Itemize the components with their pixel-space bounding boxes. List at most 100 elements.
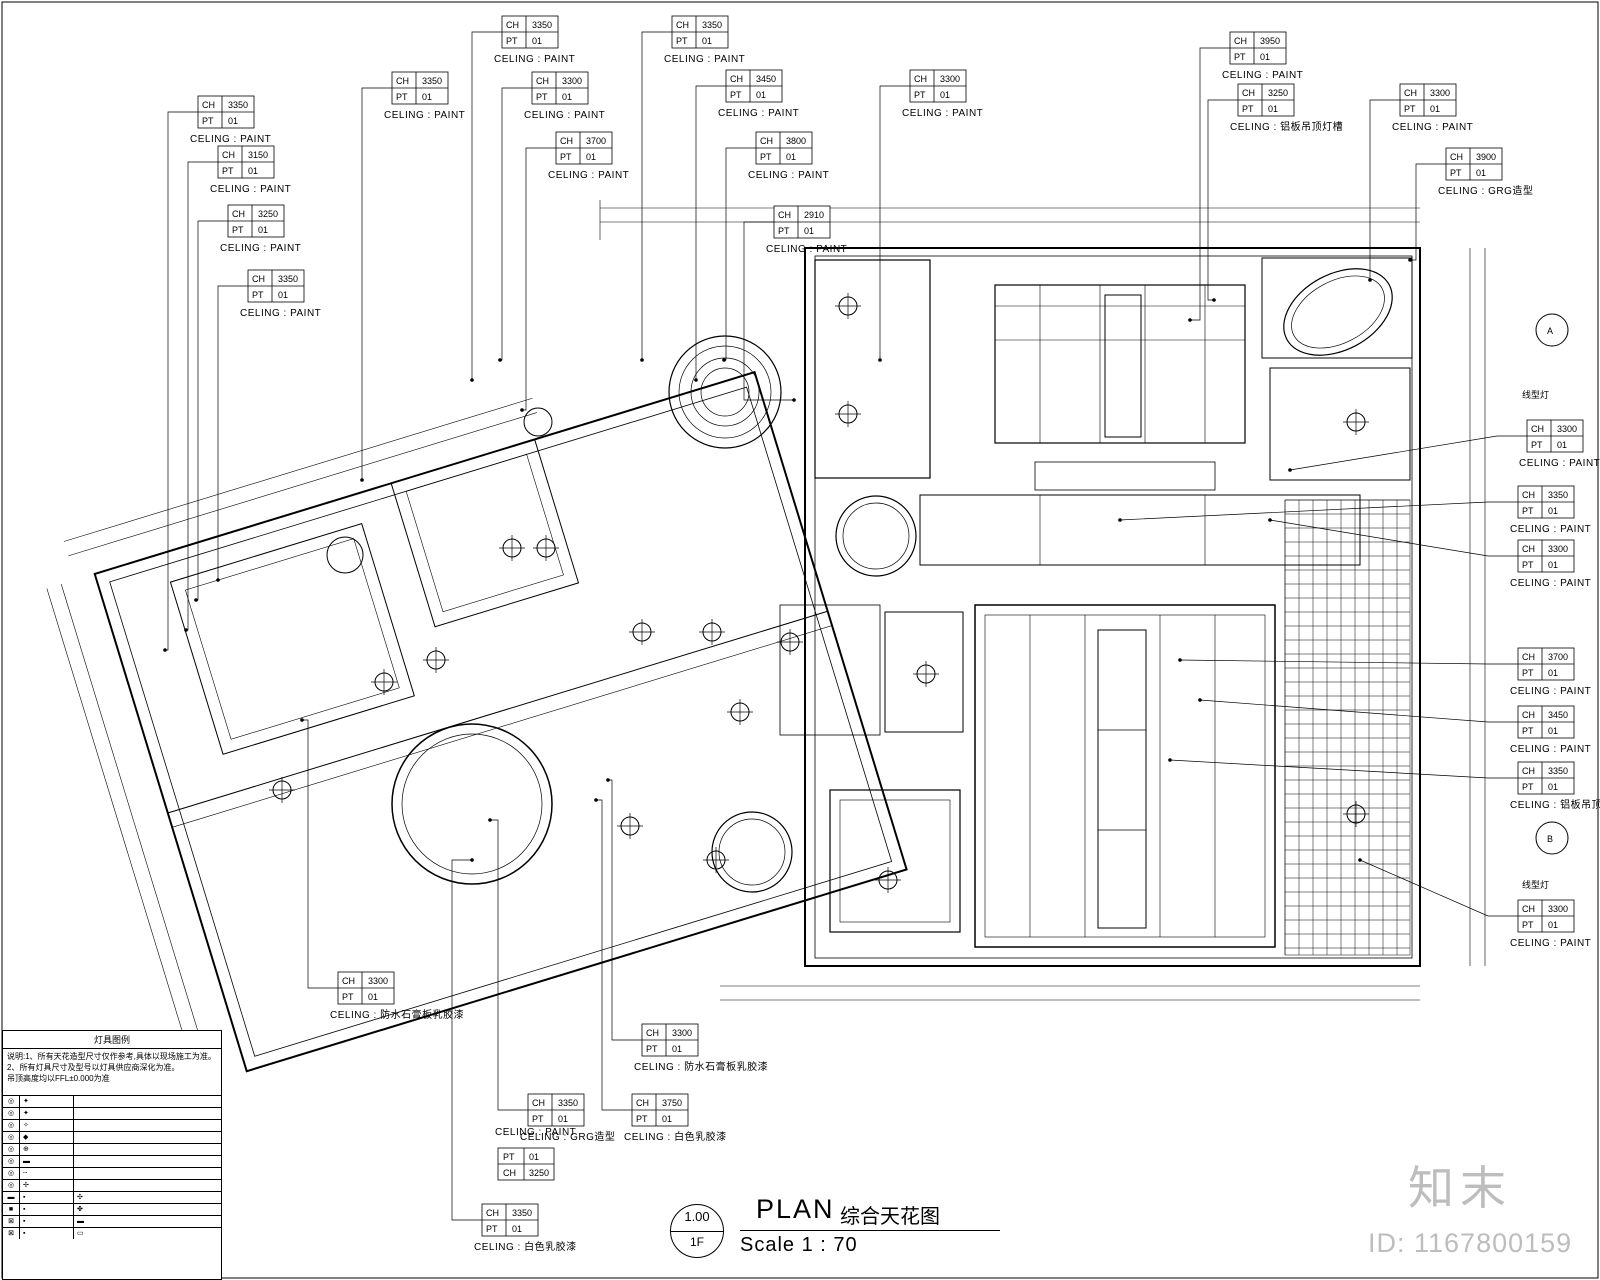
tag-ch-label: CH [914,74,927,84]
tag-caption: CELING : PAINT [766,244,847,255]
stack-pt-label: PT [503,1152,515,1162]
tag-caption: CELING : PAINT [1510,578,1591,589]
tag-pt-label: PT [778,226,790,236]
tag-ch-value: 3350 [1548,766,1568,776]
tag-ch-value: 3300 [368,976,388,986]
tag-pt-label: PT [560,152,572,162]
tag-pt-label: PT [676,36,688,46]
tag-ch-label: CH [1234,36,1247,46]
tag-caption: CELING : PAINT [902,108,983,119]
tag-caption: CELING : PAINT [190,134,271,145]
tag-pt-label: PT [730,90,742,100]
tag-pt-label: PT [1522,920,1534,930]
tag-ch-label: CH [560,136,573,146]
tag-caption: CELING : PAINT [1510,938,1591,949]
tag-pt-value: 01 [512,1224,522,1234]
tag-caption: CELING : PAINT [1519,458,1600,469]
tag-ch-value: 3350 [558,1098,578,1108]
downlight-icon [371,669,397,695]
plan-word: PLAN [756,1194,835,1224]
tag-pt-label: PT [232,225,244,235]
tag-pt-value: 01 [1548,726,1558,736]
downlight-icon [533,535,559,561]
legend-note-2: 2、所有灯具尺寸及型号以灯具供应商深化为准。 [7,1063,180,1072]
tag-pt-label: PT [486,1224,498,1234]
tag-caption: CELING : PAINT [524,110,605,121]
downlight-icon [703,847,729,873]
downlight-icon [835,401,861,427]
tag-pt-label: PT [1522,668,1534,678]
tag-pt-label: PT [914,90,926,100]
tag-caption: CELING : 白色乳胶漆 [624,1130,727,1143]
tag-ch-value: 3450 [1548,710,1568,720]
tag-pt-value: 01 [228,116,238,126]
tag-ch-label: CH [342,976,355,986]
legend-row: ◎✦ [3,1095,221,1107]
tag-ch-value: 2910 [804,210,824,220]
downlight-symbols [269,293,1369,893]
oval-ceiling-feature [1261,257,1413,359]
tag-pt-value: 01 [532,36,542,46]
tag-caption: CELING : PAINT [240,308,321,319]
tag-ch-value: 3300 [1548,544,1568,554]
tag-ch-value: 3300 [940,74,960,84]
tag-caption: CELING : PAINT [384,110,465,121]
pt-ch-stack-tag: PT 01 CH 3250 [497,1147,555,1181]
section-marker-b [1535,821,1569,855]
stack-ch-label: CH [503,1168,516,1178]
tag-pt-value: 01 [1557,440,1567,450]
upper-grille-ceiling [994,284,1246,444]
tag-caption: CELING : PAINT [494,54,575,65]
tag-ch-value: 3250 [1268,88,1288,98]
tag-ch-label: CH [636,1098,649,1108]
tag-pt-value: 01 [248,166,258,176]
tag-ch-label: CH [1522,490,1535,500]
tag-ch-value: 3300 [672,1028,692,1038]
watermark-id: ID: 1167800159 [1368,1228,1573,1258]
tag-ch-label: CH [1522,766,1535,776]
tag-pt-value: 01 [422,92,432,102]
tag-caption: CELING : 铝板吊顶灯槽 [1510,798,1600,811]
legend-row: ⊠▪▭ [3,1227,221,1239]
linear-light-label-2: 线型灯 [1522,879,1549,890]
tag-pt-value: 01 [586,152,596,162]
tag-ch-value: 3350 [702,20,722,30]
round-ceiling-middle [835,495,917,577]
tag-ch-value: 3700 [1548,652,1568,662]
tag-ch-label: CH [1450,152,1463,162]
tag-ch-value: 3300 [1548,904,1568,914]
tag-ch-value: 3300 [562,76,582,86]
tag-pt-label: PT [536,92,548,102]
tiled-room [1269,367,1411,956]
tag-caption: CELING : 防水石膏板乳胶漆 [634,1060,768,1073]
legend-note-1: 说明:1、所有天花造型尺寸仅作参考,具体以现场施工为准。 [7,1052,216,1061]
tag-ch-label: CH [506,20,519,30]
tag-pt-value: 01 [756,90,766,100]
tag-pt-label: PT [1450,168,1462,178]
downlight-icon [499,535,525,561]
tag-pt-label: PT [1522,782,1534,792]
extra-annotations: CELING : PAINT PT 01 CH 3250 线型灯 线型灯 A B [495,313,1569,1181]
tag-caption: CELING : 铝板吊顶灯槽 [1230,120,1343,133]
stack-pt-value: 01 [529,1152,539,1162]
tag-ch-label: CH [1522,544,1535,554]
drawing-floor: 1F [689,1235,704,1249]
tag-pt-value: 01 [940,90,950,100]
tag-pt-value: 01 [1260,52,1270,62]
